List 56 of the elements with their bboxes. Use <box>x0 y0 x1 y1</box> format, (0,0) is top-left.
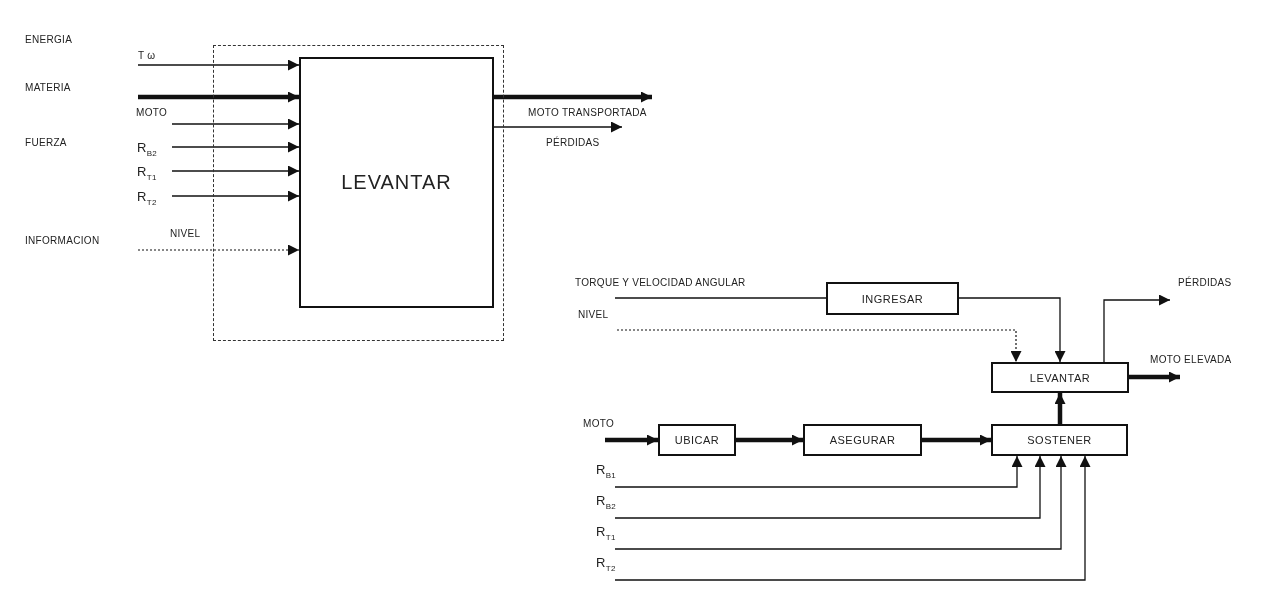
arrow <box>614 455 1091 581</box>
flow-label: R$_{T1}$ <box>596 525 616 542</box>
boundary-box <box>213 45 504 341</box>
process-box <box>299 57 494 308</box>
arrow <box>614 455 1067 550</box>
process-label: SOSTENER <box>1027 434 1092 446</box>
arrow <box>614 455 1023 488</box>
flow-label: MOTO <box>583 419 614 429</box>
arrow <box>138 91 299 103</box>
flow-label: MOTO <box>136 108 167 118</box>
flow-label: NIVEL <box>170 229 201 239</box>
arrow <box>958 297 1066 363</box>
flow-label: NIVEL <box>578 310 609 320</box>
flow-label: R$_{T1}$ <box>137 165 157 182</box>
process-box <box>658 424 736 456</box>
arrow <box>137 59 300 71</box>
flow-label: PÉRDIDAS <box>546 138 600 148</box>
process-label: ASEGURAR <box>829 434 896 446</box>
arrow <box>616 329 1022 363</box>
category-label: FUERZA <box>25 138 67 148</box>
flow-label: T ω <box>138 51 156 61</box>
process-label: UBICAR <box>674 434 720 446</box>
flow-label: R$_{T2}$ <box>137 190 157 207</box>
process-label: INGRESAR <box>861 292 924 305</box>
process-label: LEVANTAR <box>341 171 452 194</box>
category-label: ENERGIA <box>25 35 73 45</box>
arrow <box>171 190 300 202</box>
process-label: LEVANTAR <box>1029 371 1091 384</box>
arrow <box>171 165 300 177</box>
arrow <box>922 434 991 446</box>
flow-label: TORQUE Y VELOCIDAD ANGULAR <box>575 278 746 288</box>
process-box <box>826 282 959 315</box>
arrow <box>1129 371 1180 383</box>
flow-label: PÉRDIDAS <box>1178 278 1232 288</box>
arrow <box>171 141 300 153</box>
arrow <box>736 434 803 446</box>
arrow <box>171 118 300 130</box>
process-box <box>991 424 1128 456</box>
arrow <box>1054 393 1066 424</box>
arrow <box>493 121 623 133</box>
category-label: INFORMACION <box>25 236 100 246</box>
flow-label: R$_{B2}$ <box>596 494 617 511</box>
process-box <box>991 362 1129 393</box>
arrow <box>605 434 658 446</box>
flow-label: R$_{B1}$ <box>596 463 617 480</box>
category-label: MATERIA <box>25 83 71 93</box>
arrow <box>614 455 1046 519</box>
flow-label: MOTO ELEVADA <box>1150 355 1232 365</box>
arrow <box>1103 294 1171 363</box>
arrow <box>494 91 652 103</box>
arrow <box>137 244 300 256</box>
process-box <box>803 424 922 456</box>
connector-line <box>614 297 827 299</box>
flow-label: MOTO TRANSPORTADA <box>528 108 647 118</box>
flow-label: R$_{B2}$ <box>137 141 158 158</box>
flow-label: R$_{T2}$ <box>596 556 616 573</box>
